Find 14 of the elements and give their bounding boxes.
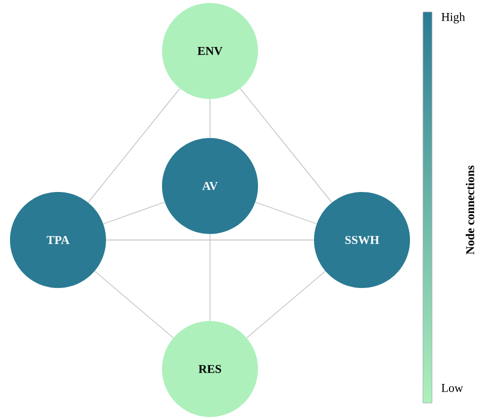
connector-line [88, 88, 180, 203]
scale-label: High [442, 12, 465, 24]
axis-title: Node connections [466, 166, 474, 254]
circle-node: RES [162, 321, 258, 417]
connector-line [102, 202, 166, 224]
circle-node: AV [162, 138, 258, 234]
circle-node: TPA [10, 192, 106, 288]
connector-line [246, 270, 326, 338]
connector-line [240, 88, 332, 203]
connector-line [94, 270, 174, 338]
connector-line [254, 202, 318, 224]
scale-label: Low [442, 384, 464, 392]
circle-node: ENV [162, 3, 258, 99]
circle-node: SSWH [314, 192, 410, 288]
